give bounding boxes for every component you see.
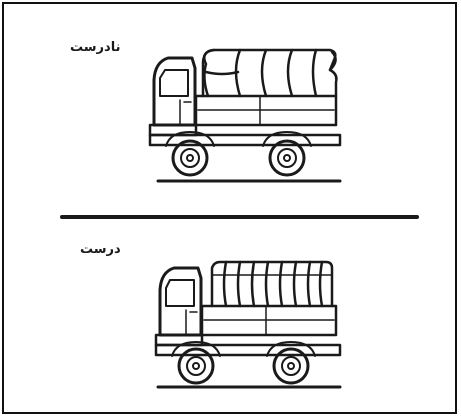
cargo-proper xyxy=(212,262,332,306)
cab-window-bottom xyxy=(166,280,194,306)
chassis-top xyxy=(150,135,340,145)
truck-incorrect xyxy=(150,50,340,181)
cab-window-top xyxy=(160,70,188,96)
cargo-overloaded xyxy=(203,50,336,96)
truck-correct xyxy=(156,262,340,387)
